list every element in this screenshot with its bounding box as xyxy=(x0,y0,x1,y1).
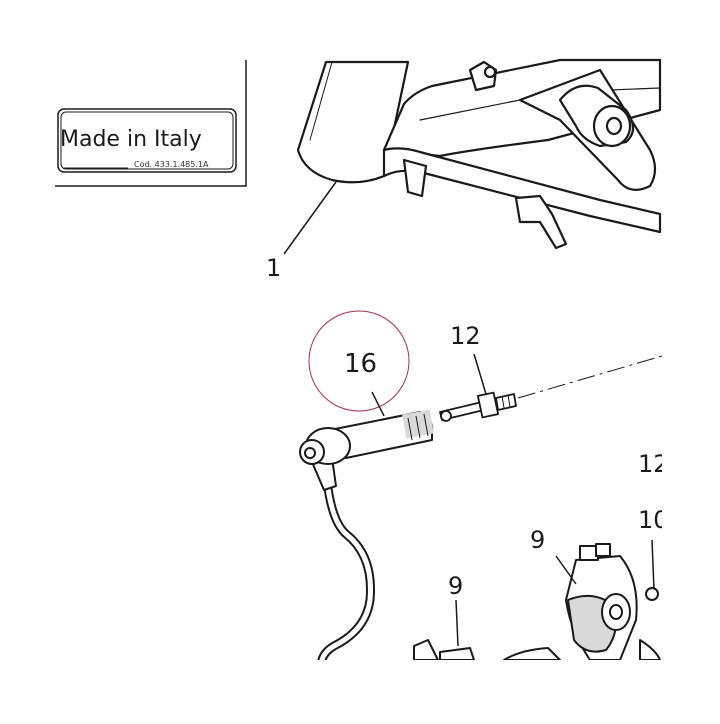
frame-tube-edge xyxy=(309,61,333,141)
label-code: Cod. 433.1.485.1A xyxy=(134,160,209,169)
leader-coil-bottom xyxy=(455,599,459,647)
leader-frame xyxy=(283,181,337,255)
frame-tab-hole xyxy=(483,65,497,79)
cap-elbow-hole xyxy=(304,447,316,459)
crop-mask-right-bottom xyxy=(662,560,720,720)
spark-plug-hex xyxy=(476,391,500,419)
leader-right-part xyxy=(651,539,655,591)
coil-right-boss-hole xyxy=(609,604,623,620)
highlight-circle xyxy=(308,310,410,412)
coil-right-washer xyxy=(645,587,659,601)
made-in-italy-label: Made in Italy Cod. 433.1.485.1A xyxy=(55,60,247,187)
crop-mask-right xyxy=(662,440,720,560)
callout-spark-plug: 12 xyxy=(450,322,481,350)
crop-mask-right-top xyxy=(662,0,720,440)
leader-spark-plug xyxy=(473,353,487,395)
cap-rib-3 xyxy=(423,413,429,437)
coil-bottom-terminal xyxy=(413,639,439,661)
cap-rib-2 xyxy=(415,415,421,439)
cap-shade xyxy=(402,409,434,439)
cap-rib-1 xyxy=(407,417,413,441)
frame-part xyxy=(296,58,662,250)
frame-bracket-mid xyxy=(514,194,568,250)
callout-connector: 16 xyxy=(344,349,377,379)
assembly-axis-line xyxy=(517,355,663,399)
callout-coil-right: 9 xyxy=(530,526,545,554)
ignition-coil-right xyxy=(503,543,661,661)
callout-coil-bottom: 9 xyxy=(448,572,463,600)
spark-plug-thread xyxy=(495,393,517,411)
spark-plug-thread-line-1 xyxy=(501,395,505,409)
spark-plug-thread-line-2 xyxy=(507,394,511,408)
ignition-cable-fill xyxy=(319,467,373,663)
frame-lower-bar xyxy=(382,147,662,234)
coil-right-terminal-2 xyxy=(595,543,611,557)
coil-right-cable-end xyxy=(503,647,561,661)
ignition-coil-bottom xyxy=(413,639,475,661)
callout-frame: 1 xyxy=(266,254,281,282)
spark-plug-tip xyxy=(440,410,452,422)
leader-coil-right xyxy=(555,555,577,585)
spark-plug-cap xyxy=(299,409,434,665)
label-title: Made in Italy xyxy=(60,127,202,152)
coil-right-mount xyxy=(639,639,661,661)
label-inner-frame xyxy=(60,111,234,170)
frame-bracket-left xyxy=(402,158,428,198)
frame-boss-hole xyxy=(605,116,623,136)
label-outer-frame xyxy=(57,108,237,173)
spark-plug xyxy=(439,391,517,422)
label-panel-border xyxy=(55,60,247,187)
crop-mask-bottom xyxy=(0,660,720,720)
coil-bottom-body xyxy=(439,647,475,661)
leader-connector xyxy=(371,391,385,417)
